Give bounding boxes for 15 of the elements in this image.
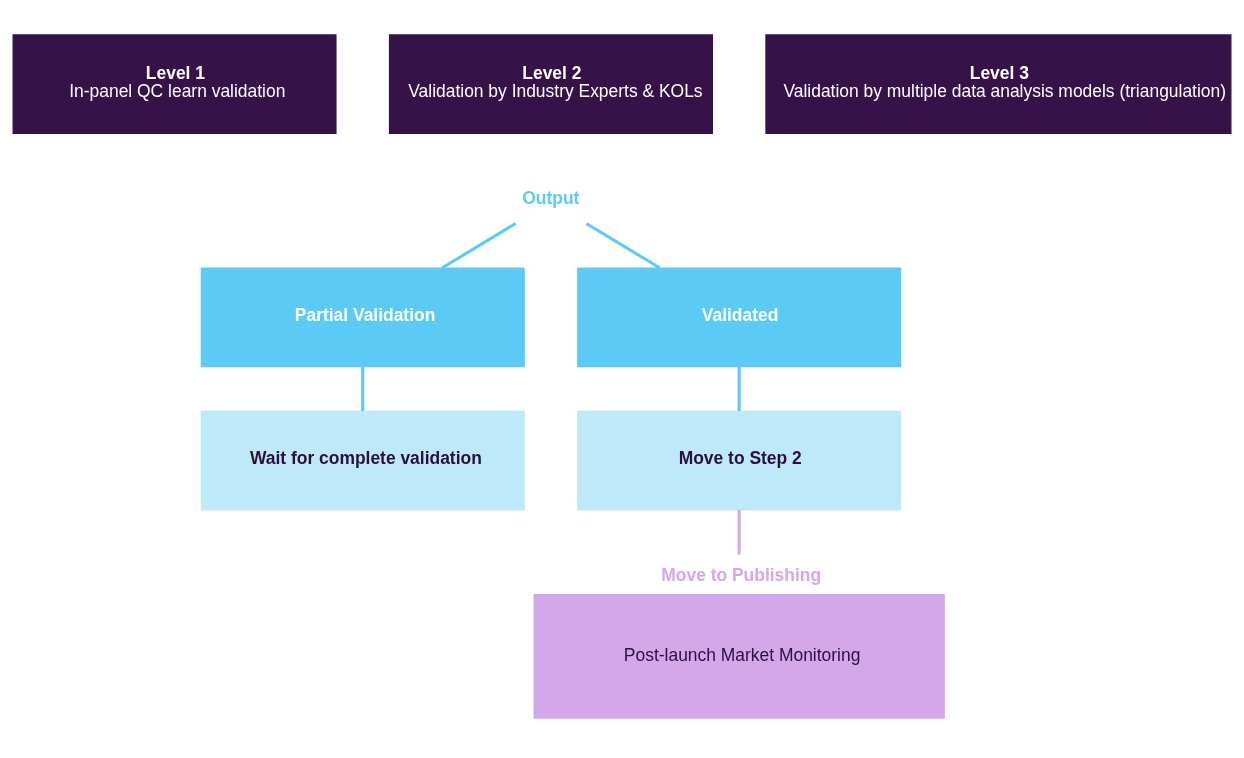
node-box: Validated xyxy=(577,267,902,368)
node-box: Level 2 Validation by Industry Experts & KOLs xyxy=(388,34,713,135)
node-box: Move to Step 2 xyxy=(577,410,902,511)
connector xyxy=(441,222,517,270)
node-box: Partial Validation xyxy=(200,267,525,368)
node-box: Post-launch Market Monitoring xyxy=(533,594,945,719)
connector xyxy=(585,222,661,270)
node-box: Level 1 In-panel QC learn validation xyxy=(12,34,337,135)
connector xyxy=(737,509,741,555)
node-text: Output xyxy=(522,188,580,209)
connector xyxy=(737,366,741,412)
node-box: Wait for complete validation xyxy=(200,410,525,511)
connector xyxy=(361,366,365,412)
node-box: Level 3 Validation by multiple data analysis models (triangulation) xyxy=(765,34,1232,135)
node-label: Move to Publishing xyxy=(661,564,822,585)
